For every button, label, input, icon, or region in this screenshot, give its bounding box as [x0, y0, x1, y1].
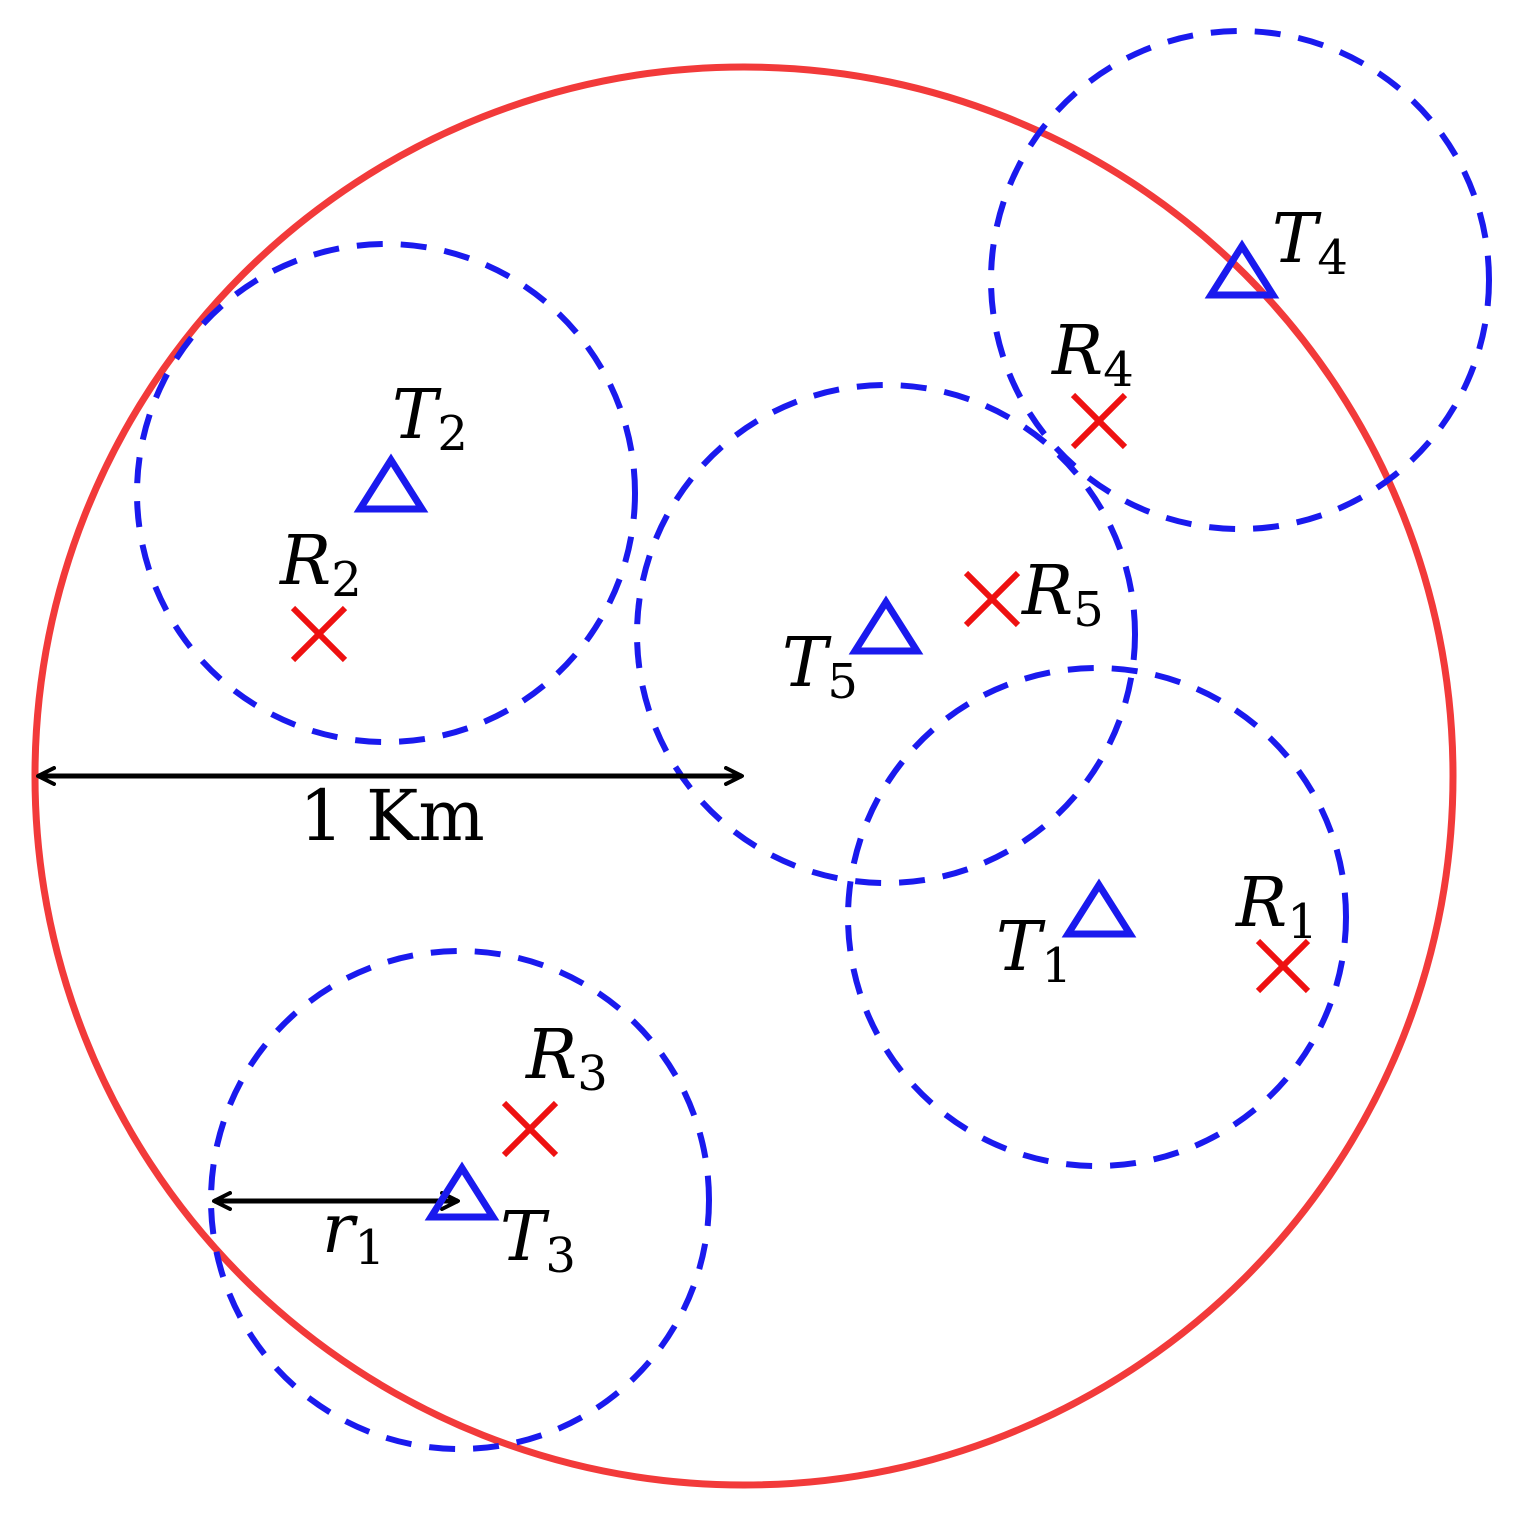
receiver-label-sub: 4	[1103, 342, 1134, 398]
coverage-circle-1	[845, 665, 1349, 1169]
transmitter-label-main: T	[392, 376, 442, 455]
cross-icon	[501, 1100, 559, 1158]
triangle-icon	[1204, 239, 1280, 299]
transmitter-label-sub: 3	[545, 1228, 576, 1284]
transmitter-label-main: T	[500, 1198, 550, 1277]
coverage-circle-3	[208, 948, 712, 1452]
receivers	[290, 392, 1311, 1158]
receiver-label-3: R3	[524, 1016, 608, 1102]
receiver-label-2: R2	[278, 522, 362, 608]
receiver-label-5: R5	[1020, 552, 1104, 638]
radius-label-sub: 1	[355, 1220, 386, 1276]
receiver-labels: R1 R2 R3 R4 R5	[278, 312, 1318, 1102]
coverage-circle-5	[634, 382, 1138, 886]
transmitter-label-sub: 2	[437, 406, 468, 462]
transmitter-label-main: T	[782, 624, 832, 703]
transmitter-label-main: T	[996, 908, 1046, 987]
cross-icon	[1070, 392, 1128, 450]
triangle-icon	[1061, 878, 1137, 938]
receiver-label-sub: 5	[1073, 582, 1104, 638]
radius-label: r1	[322, 1190, 385, 1276]
triangle-icon	[424, 1161, 500, 1221]
transmitter-label-5: T5	[782, 624, 858, 710]
transmitters	[353, 239, 1280, 1221]
receiver-label-sub: 1	[1287, 894, 1318, 950]
transmitter-label-4: T4	[1272, 200, 1348, 286]
triangle-icon	[353, 453, 429, 513]
receiver-label-main: R	[278, 522, 331, 601]
scale-label: 1 Km	[299, 775, 484, 857]
receiver-label-4: R4	[1050, 312, 1134, 398]
network-boundary-circle	[31, 63, 1457, 1489]
cross-icon	[1255, 938, 1311, 994]
transmitter-label-sub: 4	[1317, 230, 1348, 286]
cross-icon	[290, 605, 348, 663]
coverage-circles	[134, 28, 1492, 1452]
triangle-icon	[848, 595, 924, 655]
receiver-label-sub: 3	[577, 1046, 608, 1102]
receiver-label-main: R	[1020, 552, 1073, 631]
receiver-label-1: R1	[1234, 864, 1318, 950]
receiver-label-sub: 2	[331, 552, 362, 608]
receiver-label-main: R	[1050, 312, 1103, 391]
coverage-circle-2	[134, 241, 638, 745]
transmitter-label-2: T2	[392, 376, 468, 462]
transmitter-label-sub: 5	[827, 654, 858, 710]
radius-label-main: r	[322, 1190, 358, 1269]
transmitter-label-sub: 1	[1041, 938, 1072, 994]
transmitter-label-main: T	[1272, 200, 1322, 279]
receiver-label-main: R	[524, 1016, 577, 1095]
transmitter-label-3: T3	[500, 1198, 576, 1284]
transmitter-labels: T1 T2 T3 T4 T5	[392, 200, 1348, 1284]
cross-icon	[963, 570, 1021, 628]
coverage-circle-4	[988, 28, 1492, 532]
transmitter-label-1: T1	[996, 908, 1072, 994]
receiver-label-main: R	[1234, 864, 1287, 943]
